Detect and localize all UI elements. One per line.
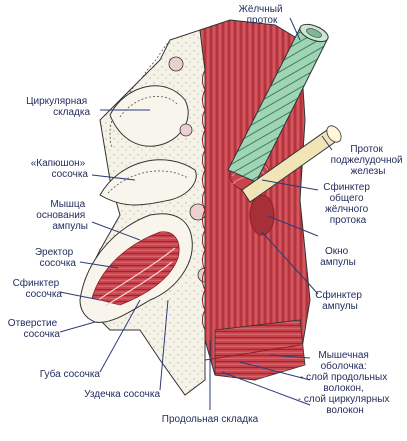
- label-bile-duct: Жёлчный проток: [239, 4, 286, 26]
- label-papilla-erector: Эректор сосочка: [35, 247, 77, 269]
- label-papilla-frenulum: Уздечка сосочка: [84, 389, 160, 400]
- label-ampulla-sphincter: Сфинктер ампулы: [315, 289, 364, 312]
- duodenal-mucosa: [84, 29, 206, 396]
- papilla-hood: [99, 159, 207, 221]
- label-pancreatic-duct: Проток поджелудочной железы: [331, 144, 406, 177]
- label-papilla-opening: Отверстие сосочка: [8, 318, 61, 340]
- leader-lines: [59, 17, 333, 410]
- ampulla-window: [249, 194, 275, 236]
- label-circular-fold: Циркулярная складка: [26, 96, 90, 118]
- circular-fold: [109, 56, 193, 147]
- label-longitudinal-fold: Продольная складка: [162, 414, 259, 425]
- pancreatic-duct: [241, 125, 342, 203]
- label-papilla-sphincter: Сфинктер сосочка: [13, 277, 63, 300]
- label-ampulla-base-muscle: Мышца основания ампулы: [36, 199, 88, 232]
- label-muscular-coat: Мышечная оболочка: - слой продольных вол…: [298, 350, 392, 416]
- label-papilla-lip: Губа сосочка: [40, 368, 101, 380]
- label-ampulla-window: Окно ампулы: [320, 246, 356, 268]
- label-common-bile-sphincter: Сфинктер общего жёлчного протока: [323, 181, 372, 226]
- labels: Жёлчный проток Циркулярная складка «Капю…: [8, 4, 406, 425]
- label-papilla-hood: «Капюшон» сосочка: [31, 158, 89, 180]
- common-bile-duct: [227, 23, 329, 183]
